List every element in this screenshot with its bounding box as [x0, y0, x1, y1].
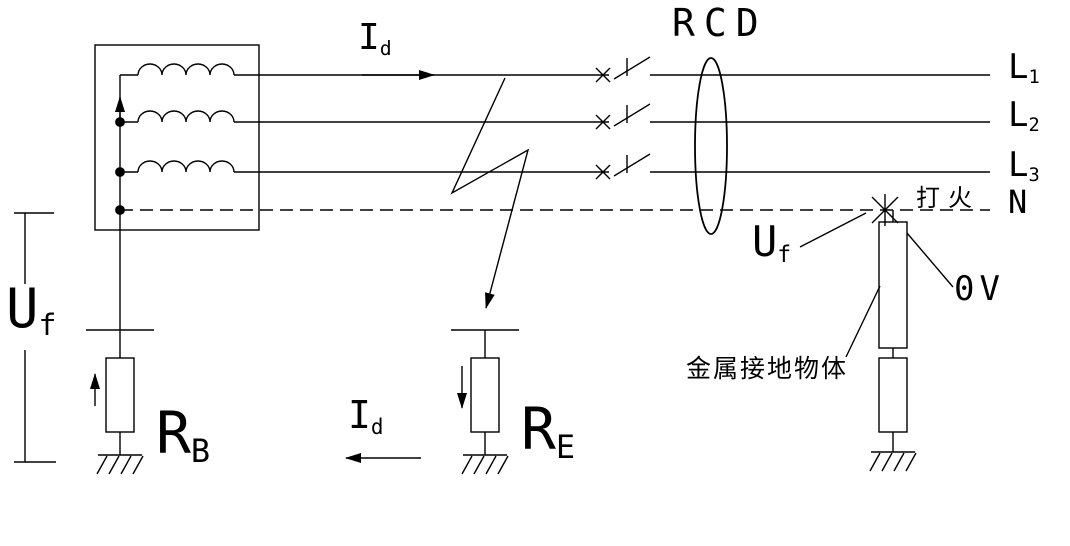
- label-subscript: f: [777, 242, 792, 269]
- touch-voltage-bracket-left: [14, 212, 56, 463]
- label-text: N: [1008, 183, 1028, 221]
- label-metal-grounded-object: 金属接地物体: [686, 356, 848, 381]
- fault-lightning-icon: [450, 77, 530, 309]
- label-text: U: [752, 217, 778, 266]
- label-text: L: [1008, 145, 1029, 185]
- label-phase-l3: L3: [1008, 145, 1040, 185]
- transformer-winding-icon: [137, 63, 235, 76]
- rb-ground-branch: [86, 329, 154, 475]
- leader-line-0v: [906, 232, 954, 288]
- label-fault-current-top: Id: [358, 17, 392, 58]
- label-text: U: [6, 277, 39, 340]
- junction-dot: [115, 167, 125, 177]
- transformer-winding-icon: [137, 160, 235, 173]
- metal-object-branch: [799, 194, 954, 472]
- label-phase-l1: L1: [1008, 47, 1040, 87]
- label-text: 0V: [954, 269, 1005, 309]
- label-phase-l2: L2: [1008, 95, 1040, 135]
- transformer-winding-icon: [137, 110, 235, 123]
- breaker-contact-icon: [595, 103, 651, 130]
- transformer: [94, 44, 260, 358]
- label-text: R: [156, 399, 191, 467]
- rcd-breaker-contacts: [595, 56, 651, 180]
- label-text: I: [358, 17, 380, 58]
- label-text: R: [521, 395, 556, 463]
- label-touch-voltage-left: Uf: [6, 282, 56, 341]
- label-subscript: E: [555, 427, 576, 466]
- label-text: 打火: [916, 184, 980, 212]
- label-neutral: N: [1008, 186, 1027, 218]
- label-fault-current-bottom: Id: [348, 393, 383, 437]
- re-ground-branch: [451, 329, 519, 475]
- rcd-toroid-icon: [694, 57, 728, 235]
- label-rcd: RCD: [672, 4, 768, 42]
- earth-ground-icon: [96, 454, 144, 475]
- leader-line-metal-object: [845, 285, 881, 358]
- breaker-contact-icon: [595, 56, 651, 83]
- label-sparking: 打火: [916, 186, 980, 210]
- phase-conductors: [120, 74, 990, 211]
- metal-object: [878, 221, 908, 349]
- label-text: L: [1008, 47, 1029, 87]
- label-touch-voltage-right: Uf: [752, 221, 791, 268]
- label-zero-volt: 0V: [954, 272, 1005, 306]
- breaker-contact-icon: [595, 153, 651, 180]
- label-text: 金属接地物体: [686, 354, 849, 383]
- earth-ground-icon: [461, 454, 509, 475]
- earth-ground-icon: [869, 451, 917, 472]
- label-subscript: 3: [1028, 165, 1040, 187]
- label-text: L: [1008, 95, 1029, 135]
- label-subscript: f: [38, 308, 57, 344]
- label-subscript: B: [190, 431, 211, 470]
- label-subscript: d: [379, 36, 392, 60]
- label-subscript: 1: [1028, 67, 1040, 89]
- resistor-re-icon: [470, 357, 500, 433]
- label-subscript: 2: [1028, 115, 1040, 137]
- label-text: RCD: [672, 1, 768, 45]
- label-resistance-rb: RB: [156, 404, 210, 467]
- junction-dot: [115, 117, 125, 127]
- label-text: I: [348, 393, 371, 437]
- resistor-ground-icon: [878, 357, 908, 433]
- label-subscript: d: [370, 414, 384, 439]
- transformer-box: [94, 44, 260, 231]
- label-resistance-re: RE: [521, 400, 575, 463]
- leader-line-uf-right: [799, 212, 867, 248]
- resistor-rb-icon: [105, 357, 135, 433]
- spark-icon: [871, 194, 899, 226]
